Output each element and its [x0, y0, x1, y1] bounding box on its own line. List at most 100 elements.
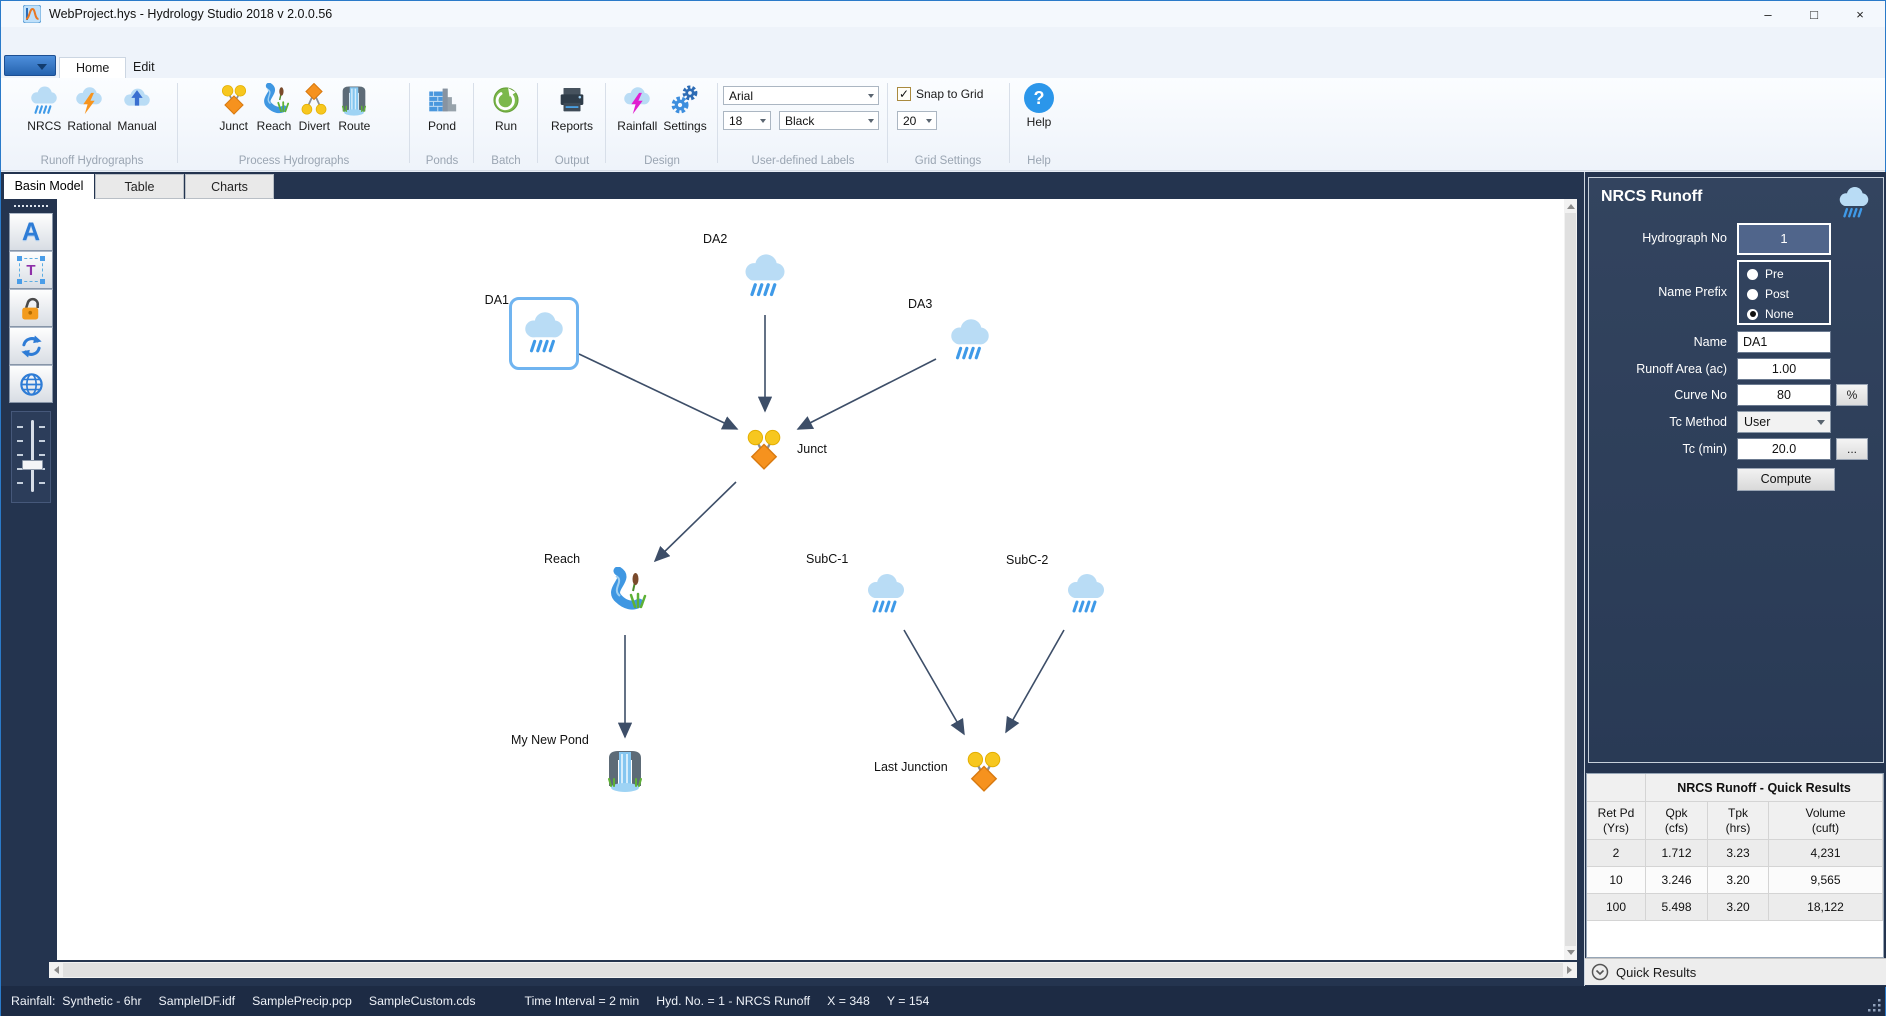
- junct-button[interactable]: Junct: [214, 81, 254, 135]
- arrow-subc2-lastjunction: [1005, 629, 1065, 734]
- node-junct[interactable]: [741, 427, 787, 476]
- font-size-combo[interactable]: 18: [723, 111, 771, 130]
- globe-tool-button[interactable]: [9, 365, 53, 403]
- close-button[interactable]: ×: [1856, 7, 1864, 22]
- node-label-subc1: SubC-1: [806, 552, 849, 566]
- tc-min-input[interactable]: [1737, 438, 1831, 460]
- node-subc1[interactable]: [862, 569, 910, 620]
- refresh-tool-button[interactable]: [9, 327, 53, 365]
- chevron-down-icon: [868, 94, 874, 98]
- scroll-right-icon[interactable]: [1567, 966, 1572, 974]
- group-label: Output: [554, 155, 590, 167]
- status-y: Y = 154: [886, 994, 930, 1008]
- radio-pre[interactable]: Pre: [1747, 266, 1829, 282]
- help-button[interactable]: ? Help: [1021, 81, 1057, 131]
- ribbon-group-design: Rainfall Settings Design: [609, 78, 715, 170]
- ribbon-tab-home[interactable]: Home: [59, 57, 127, 79]
- settings-button[interactable]: Settings: [660, 81, 709, 135]
- curve-no-input[interactable]: [1737, 384, 1831, 406]
- slider-thumb[interactable]: [22, 460, 43, 470]
- horizontal-scroll-thumb[interactable]: [63, 963, 1563, 977]
- rain-cloud-icon: [519, 307, 569, 357]
- node-last-junction[interactable]: [961, 749, 1007, 798]
- run-button[interactable]: Run: [486, 81, 526, 135]
- lock-tool-button[interactable]: [9, 289, 53, 327]
- arrow-up-cloud-icon: [120, 83, 154, 117]
- group-label: Ponds: [425, 155, 459, 167]
- table-cell: 3.246: [1646, 867, 1708, 894]
- node-label-da2: DA2: [703, 232, 728, 246]
- tc-method-combo[interactable]: User: [1737, 411, 1831, 433]
- route-button[interactable]: Route: [334, 81, 374, 135]
- reports-button[interactable]: Reports: [548, 81, 596, 135]
- resize-grip-icon[interactable]: [1868, 999, 1882, 1013]
- font-color-combo[interactable]: Black: [779, 111, 879, 130]
- scroll-left-icon[interactable]: [54, 966, 59, 974]
- zoom-slider[interactable]: [11, 411, 51, 503]
- compute-button[interactable]: Compute: [1737, 468, 1835, 491]
- rainfall-button[interactable]: Rainfall: [614, 81, 660, 135]
- rational-button[interactable]: Rational: [64, 81, 114, 135]
- node-subc2[interactable]: [1062, 569, 1110, 620]
- vertical-scrollbar[interactable]: [1564, 199, 1577, 960]
- tab-charts[interactable]: Charts: [185, 174, 274, 199]
- quick-results-table: NRCS Runoff - Quick Results Ret Pd(Yrs) …: [1586, 773, 1884, 958]
- manual-button[interactable]: Manual: [114, 81, 159, 135]
- chevron-down-icon: [1817, 420, 1825, 425]
- horizontal-scrollbar[interactable]: [49, 962, 1577, 978]
- maximize-button[interactable]: □: [1810, 7, 1818, 22]
- nrcs-button[interactable]: NRCS: [24, 81, 64, 135]
- app-menu-button[interactable]: [4, 55, 56, 76]
- arrow-da3-junct: [796, 358, 937, 430]
- ribbon-tab-edit[interactable]: Edit: [133, 60, 155, 74]
- radio-post[interactable]: Post: [1747, 286, 1829, 302]
- percent-button[interactable]: %: [1836, 384, 1868, 406]
- snap-to-grid-checkbox[interactable]: ✓ Snap to Grid: [897, 87, 984, 101]
- drawing-toolbar: A T: [8, 205, 54, 503]
- node-da2[interactable]: [739, 249, 791, 304]
- name-prefix-group: Pre Post None: [1737, 260, 1831, 325]
- node-label-subc2: SubC-2: [1006, 553, 1049, 567]
- reach-button[interactable]: Reach: [254, 81, 295, 135]
- tab-table[interactable]: Table: [95, 174, 184, 199]
- ribbon-group-process-hydrographs: Junct Reach Divert Route Process Hydrogr…: [181, 78, 407, 170]
- gears-icon: [668, 83, 702, 117]
- chevron-down-icon: [926, 119, 932, 123]
- rain-cloud-icon: [1835, 183, 1873, 221]
- table-cell: 9,565: [1769, 867, 1883, 894]
- vertical-scroll-thumb[interactable]: [1565, 213, 1576, 946]
- text-select-tool-button[interactable]: T: [9, 251, 53, 289]
- name-input[interactable]: [1737, 331, 1831, 353]
- ribbon: NRCS Rational Manual Runoff Hydrographs …: [1, 78, 1885, 171]
- node-da1[interactable]: [519, 307, 569, 360]
- rainfall-bolt-cloud-icon: [620, 83, 654, 117]
- basin-model-canvas[interactable]: DA1 DA2 DA3 Junct Reach SubC-1: [57, 199, 1564, 960]
- help-icon: ?: [1024, 83, 1054, 113]
- node-reach[interactable]: [601, 567, 649, 618]
- radio-none[interactable]: None: [1747, 306, 1829, 322]
- toolbar-grip[interactable]: [14, 205, 48, 212]
- grid-size-combo[interactable]: 20: [897, 111, 937, 130]
- quick-results-expander[interactable]: Quick Results: [1585, 958, 1886, 985]
- minimize-button[interactable]: –: [1764, 7, 1772, 22]
- scroll-up-icon[interactable]: [1567, 204, 1575, 209]
- scroll-down-icon[interactable]: [1567, 950, 1575, 955]
- ellipsis-button[interactable]: ...: [1836, 438, 1868, 460]
- node-pond[interactable]: [601, 746, 649, 797]
- ribbon-group-batch: Run Batch: [477, 78, 535, 170]
- label-tool-button[interactable]: A: [9, 213, 53, 251]
- group-separator: [537, 83, 538, 163]
- divert-button[interactable]: Divert: [294, 81, 334, 135]
- runoff-area-input[interactable]: [1737, 358, 1831, 380]
- printer-icon: [555, 83, 589, 117]
- tab-basin-model[interactable]: Basin Model: [4, 174, 94, 199]
- font-family-combo[interactable]: Arial: [723, 86, 879, 105]
- slider-track: [31, 420, 34, 492]
- node-label-pond: My New Pond: [511, 733, 589, 747]
- node-label-junct: Junct: [797, 442, 827, 456]
- status-bar: Rainfall: Synthetic - 6hr SampleIDF.idf …: [1, 986, 1885, 1016]
- node-da3[interactable]: [945, 314, 995, 367]
- pond-button[interactable]: Pond: [422, 81, 462, 135]
- group-separator: [177, 83, 178, 163]
- ribbon-group-ponds: Pond Ponds: [413, 78, 471, 170]
